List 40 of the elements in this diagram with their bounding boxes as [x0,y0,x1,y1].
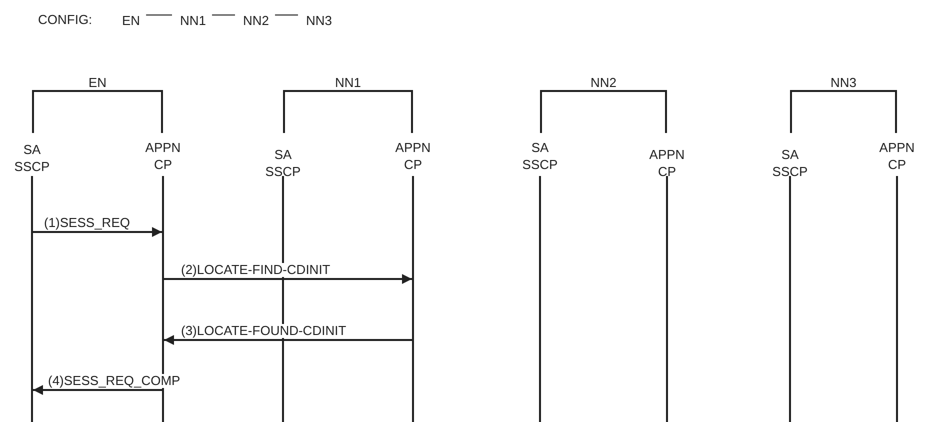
group-name: NN1 [334,75,362,90]
participant-label: APPN CP [645,146,689,182]
config-label: CONFIG: [37,13,94,27]
message-arrow [164,335,412,345]
node-bracket [32,76,163,133]
connector-line [212,14,236,16]
lifeline [789,176,791,422]
node-bracket [790,76,897,133]
lifeline [896,176,898,422]
participant-label: APPN CP [391,139,435,175]
participant-label: APPN CP [141,139,185,175]
node-bracket [283,76,413,133]
message-label: (1)SESS_REQ [43,216,131,230]
message-arrow [164,274,412,284]
message-label: (3)LOCATE-FOUND-CDINIT [180,324,348,338]
group-name: NN3 [829,75,858,90]
participant-label: SA SSCP [768,146,812,182]
node-name: NN3 [306,13,332,28]
message-label: (4)SESS_REQ_COMP [47,374,182,388]
message-arrow [33,385,162,395]
participant-label: SA SSCP [10,141,54,177]
lifeline [666,176,668,422]
message-label: (2)LOCATE-FIND-CDINIT [180,263,332,277]
node-name: NN2 [243,13,270,28]
node-name: EN [122,13,140,28]
node-bracket [540,76,667,133]
node-name: NN1 [180,13,206,28]
connector-line [146,14,172,16]
lifeline [282,176,284,422]
participant-label: SA SSCP [261,146,305,182]
lifeline [31,176,33,422]
participant-label: APPN CP [875,139,919,175]
participant-label: SA SSCP [518,139,562,175]
message-arrow [33,227,162,237]
lifeline [539,176,541,422]
connector-line [274,14,298,16]
group-name: NN2 [589,75,618,90]
lifeline [412,176,414,422]
lifeline [162,176,164,422]
group-name: EN [87,75,108,90]
